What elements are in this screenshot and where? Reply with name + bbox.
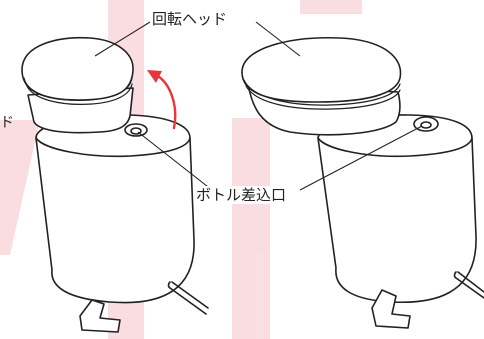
- right-device: [241, 36, 484, 329]
- left-head-top: [21, 36, 134, 101]
- left-device: [21, 36, 209, 333]
- edge-text-fragment: ド: [0, 115, 14, 131]
- left-body: [35, 114, 195, 304]
- leader-lines: [94, 21, 423, 191]
- left-bottle-port: [124, 123, 148, 137]
- rotation-arrow-icon: [147, 70, 177, 130]
- left-foot: [79, 299, 121, 333]
- right-body: [317, 114, 477, 304]
- right-head-top: [241, 36, 402, 103]
- right-cord: [453, 271, 484, 299]
- bottle-port-label: ボトル差込口: [194, 186, 289, 204]
- leader-port-left: [137, 131, 213, 191]
- leader-port-right: [299, 125, 423, 191]
- right-foot: [371, 289, 411, 329]
- left-cord: [167, 281, 209, 315]
- left-head-collar: [27, 87, 134, 134]
- leader-head-left: [94, 21, 151, 57]
- rotating-head-label: 回転ヘッド: [150, 10, 230, 28]
- leader-head-right: [255, 21, 301, 57]
